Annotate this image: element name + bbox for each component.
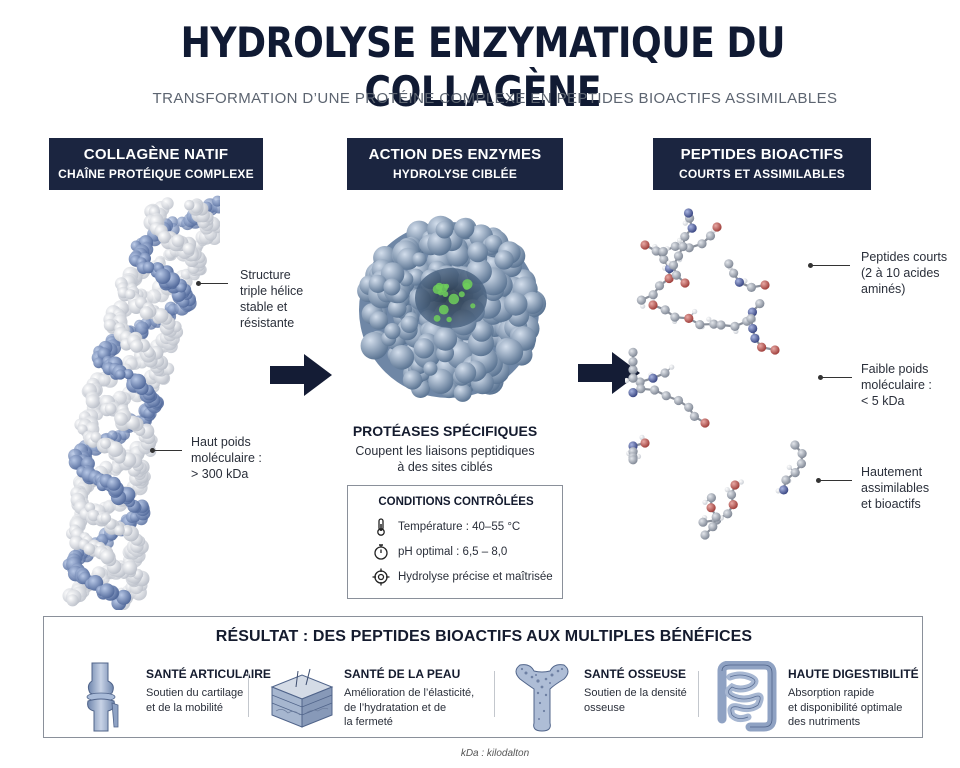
benefit-separator [698, 671, 699, 717]
footnote: kDa : kilodalton [460, 748, 530, 759]
condition-temperature: Température : 40–55 °C [372, 518, 520, 536]
benefit-bone-health-text: Soutien de la densité osseuse [584, 686, 687, 715]
annotation-line: Structure [240, 268, 291, 282]
header-native-collagen-subtitle: CHAÎNE PROTÉIQUE COMPLEXE [58, 167, 254, 181]
annotation-line: triple hélice [240, 284, 304, 298]
leader-line [200, 283, 228, 284]
leader-dot [808, 263, 813, 268]
benefit-text-line: Soutien du cartilage [146, 687, 244, 699]
benefit-text-line: Absorption rapide [788, 687, 875, 699]
benefit-separator [248, 671, 249, 717]
protease-enzyme-illustration [357, 215, 547, 402]
annotation-short-peptides: Peptides courts (2 à 10 acides aminés) [861, 249, 947, 297]
annotation-line: assimilables [861, 481, 930, 495]
annotation-line: Faible poids [861, 362, 929, 376]
annotation-triple-helix: Structure triple hélice stable et résist… [240, 267, 303, 331]
benefit-skin-health-text: Amélioration de l’élasticité, de l’hydra… [344, 686, 474, 730]
leader-dot [196, 281, 201, 286]
benefit-joint-health: SANTÉ ARTICULAIRE Soutien du cartilage e… [68, 659, 271, 733]
benefit-skin-health-title: SANTÉ DE LA PEAU [344, 667, 461, 681]
benefit-text-line: et disponibilité optimale [788, 701, 903, 714]
benefit-text-line: de l’hydratation et de [344, 701, 447, 714]
leader-dot [818, 375, 823, 380]
benefit-text-line: osseuse [584, 701, 625, 714]
stopwatch-icon [372, 543, 390, 561]
condition-precision-text: Hydrolyse précise et maîtrisée [398, 571, 553, 583]
benefit-digestibility-text: Absorption rapide et disponibilité optim… [788, 686, 902, 730]
annotation-line: stable et [240, 300, 288, 314]
leader-dot [816, 478, 821, 483]
process-arrow-2-icon [578, 352, 640, 394]
benefit-joint-health-title: SANTÉ ARTICULAIRE [146, 667, 271, 681]
benefit-bone-health: SANTÉ OSSEUSE Soutien de la densité osse… [506, 659, 706, 733]
benefit-digestibility: HAUTE DIGESTIBILITÉ Absorption rapide et… [710, 659, 920, 733]
condition-ph-text: pH optimal : 6,5 – 8,0 [398, 546, 508, 558]
condition-ph: pH optimal : 6,5 – 8,0 [372, 543, 507, 561]
annotation-line: moléculaire : [191, 451, 262, 465]
controlled-conditions-box: CONDITIONS CONTRÔLÉES Température : 40–5… [347, 485, 563, 599]
leader-line [812, 265, 850, 266]
result-title: RÉSULTAT : DES PEPTIDES BIOACTIFS AUX MU… [215, 628, 753, 645]
skin-layers-icon [270, 668, 334, 728]
annotation-highly-assimilable: Hautement assimilables et bioactifs [861, 464, 929, 512]
benefit-text-line: des nutriments [788, 716, 861, 728]
condition-precision: Hydrolyse précise et maîtrisée [372, 568, 553, 586]
result-benefits-box: RÉSULTAT : DES PEPTIDES BIOACTIFS AUX MU… [43, 616, 923, 738]
annotation-line: Peptides courts [861, 250, 948, 264]
protease-description-line: à des sites ciblés [397, 460, 493, 474]
controlled-conditions-title: CONDITIONS CONTRÔLÉES [378, 496, 534, 508]
annotation-line: > 300 kDa [191, 467, 249, 481]
annotation-line: moléculaire : [861, 378, 932, 392]
collagen-triple-helix-illustration [62, 195, 220, 610]
protease-description: Coupent les liaisons peptidiques à des s… [345, 443, 545, 475]
header-enzyme-action-title: ACTION DES ENZYMES [368, 146, 542, 163]
header-bioactive-peptides-subtitle: COURTS ET ASSIMILABLES [679, 167, 845, 181]
header-enzyme-action: ACTION DES ENZYMES HYDROLYSE CIBLÉE [347, 138, 563, 190]
header-native-collagen-title: COLLAGÈNE NATIF [83, 146, 229, 163]
condition-temperature-text: Température : 40–55 °C [398, 521, 521, 533]
process-arrow-1-icon [270, 354, 332, 396]
leader-line [154, 450, 182, 451]
protease-description-line: Coupent les liaisons peptidiques [355, 444, 535, 458]
annotation-low-molecular-weight: Faible poids moléculaire : < 5 kDa [861, 361, 932, 409]
header-native-collagen: COLLAGÈNE NATIF CHAÎNE PROTÉIQUE COMPLEX… [49, 138, 263, 190]
bone-icon [515, 664, 569, 732]
annotation-line: (2 à 10 acides [861, 266, 940, 280]
benefit-digestibility-title: HAUTE DIGESTIBILITÉ [788, 667, 919, 681]
benefit-text-line: et de la mobilité [146, 701, 224, 714]
benefit-text-line: la fermeté [344, 716, 393, 728]
annotation-line: Haut poids [191, 435, 251, 449]
leader-line [820, 480, 852, 481]
annotation-line: et bioactifs [861, 497, 921, 511]
benefit-text-line: Soutien de la densité [584, 687, 687, 699]
knee-joint-icon [86, 662, 119, 732]
benefit-bone-health-title: SANTÉ OSSEUSE [584, 667, 687, 681]
header-enzyme-action-subtitle: HYDROLYSE CIBLÉE [392, 167, 518, 181]
leader-line [822, 377, 852, 378]
thermometer-icon [372, 518, 390, 536]
leader-dot [150, 448, 155, 453]
page-subtitle: TRANSFORMATION D’UNE PROTÉINE COMPLEXE E… [152, 90, 838, 107]
benefit-skin-health: SANTÉ DE LA PEAU Amélioration de l’élast… [266, 659, 486, 733]
benefit-text-line: Amélioration de l’élasticité, [344, 687, 475, 699]
annotation-line: aminés) [861, 282, 906, 296]
header-bioactive-peptides: PEPTIDES BIOACTIFS COURTS ET ASSIMILABLE… [653, 138, 871, 190]
annotation-line: < 5 kDa [861, 394, 905, 408]
target-icon [372, 568, 390, 586]
bioactive-peptides-illustration [625, 208, 807, 540]
benefit-separator [494, 671, 495, 717]
annotation-line: résistante [240, 316, 295, 330]
page-title: HYDROLYSE ENZYMATIQUE DU COLLAGÈNE [180, 18, 786, 116]
annotation-line: Hautement [861, 465, 923, 479]
header-bioactive-peptides-title: PEPTIDES BIOACTIFS [680, 146, 844, 163]
benefit-joint-health-text: Soutien du cartilage et de la mobilité [146, 686, 243, 715]
intestine-icon [717, 661, 777, 732]
annotation-high-molecular-weight: Haut poids moléculaire : > 300 kDa [191, 434, 262, 482]
protease-title: PROTÉASES SPÉCIFIQUES [352, 423, 538, 439]
